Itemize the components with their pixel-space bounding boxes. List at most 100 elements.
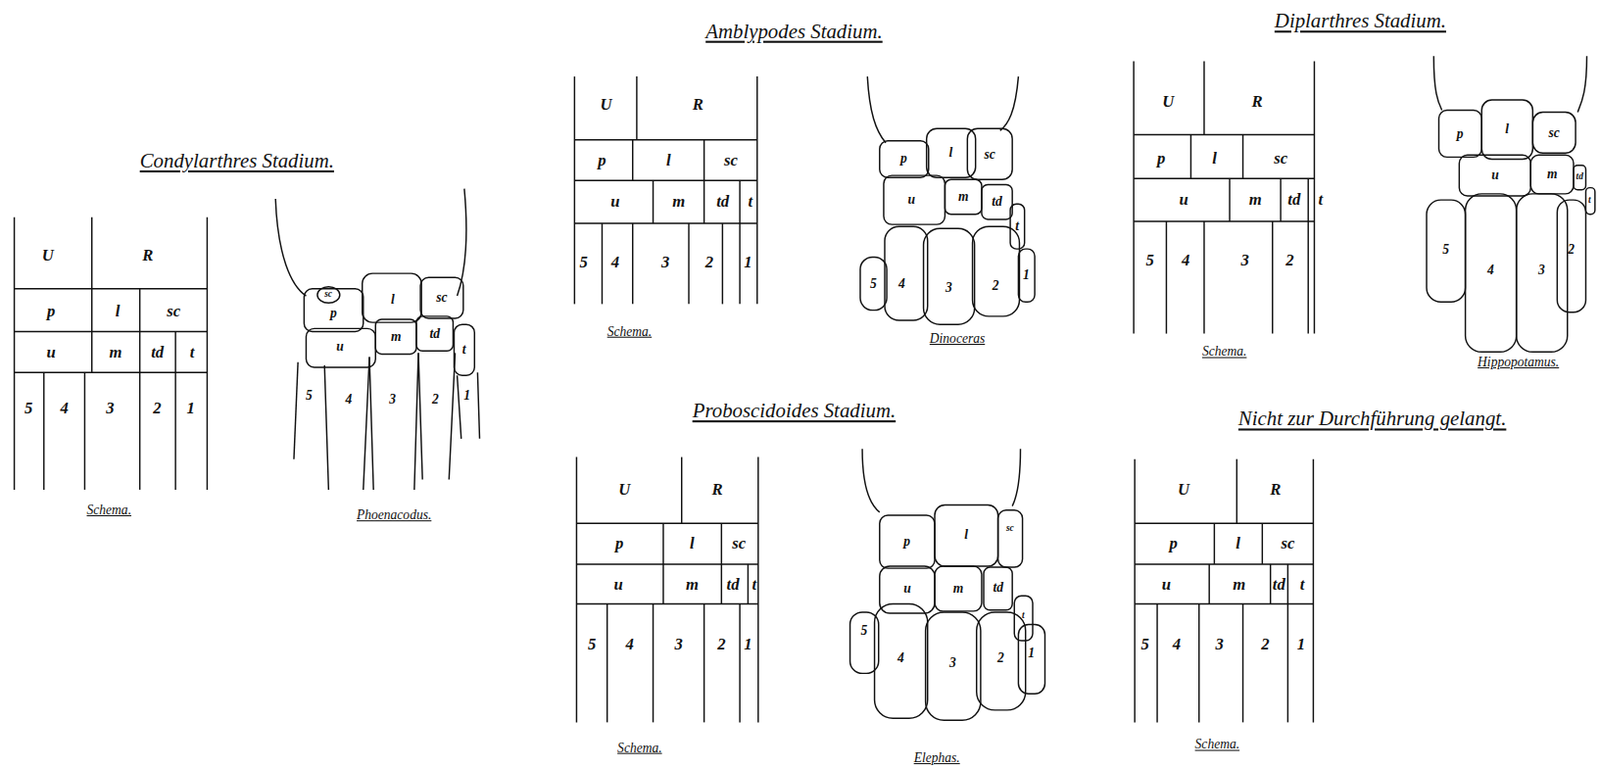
schema-label: 2 bbox=[1285, 250, 1294, 269]
schema-label: 5 bbox=[24, 398, 33, 417]
schema-label: 3 bbox=[1214, 635, 1223, 654]
schema-label: U bbox=[599, 96, 612, 114]
schema-label: t bbox=[1300, 575, 1306, 593]
grid-line bbox=[1242, 604, 1244, 724]
bone-label: l bbox=[949, 145, 954, 161]
figure-caption: Dinoceras bbox=[929, 331, 985, 346]
schema-label: p bbox=[1157, 148, 1165, 167]
bone-label: u bbox=[907, 193, 916, 208]
grid-line bbox=[601, 223, 603, 304]
bone-label: 2 bbox=[432, 392, 439, 408]
grid-line bbox=[757, 457, 759, 724]
grid-line bbox=[13, 217, 15, 490]
schema-label: u bbox=[46, 342, 55, 361]
schema-label: 4 bbox=[1172, 635, 1181, 654]
schema-label: m bbox=[672, 193, 685, 211]
schema-label: l bbox=[1235, 534, 1241, 553]
grid-line bbox=[687, 223, 689, 304]
bone-label: m bbox=[1547, 167, 1558, 183]
grid-line bbox=[1271, 221, 1273, 335]
schema-label: m bbox=[1249, 191, 1262, 209]
grid-line bbox=[652, 180, 654, 224]
elephas-carpus bbox=[850, 448, 1046, 721]
figure-caption: Schema. bbox=[607, 324, 653, 340]
schema-label: 3 bbox=[1240, 250, 1249, 269]
bone-label: 1 bbox=[463, 388, 471, 404]
schema-label: U bbox=[618, 481, 631, 499]
bone-label: t bbox=[1588, 195, 1592, 206]
grid-line bbox=[1134, 563, 1313, 565]
bone-label: 2 bbox=[992, 278, 1000, 293]
grid-line bbox=[91, 289, 93, 333]
bone-label: p bbox=[1456, 126, 1464, 142]
schema-label: sc bbox=[1273, 148, 1288, 167]
schema-label: 3 bbox=[661, 252, 670, 271]
bone-label: u bbox=[1491, 168, 1500, 184]
bone-label: 3 bbox=[388, 392, 396, 408]
schema-label: u bbox=[610, 193, 620, 211]
schema-label: l bbox=[666, 150, 672, 169]
bone-label: 3 bbox=[1538, 263, 1546, 279]
grid-line bbox=[721, 564, 723, 605]
schema-label: R bbox=[1269, 481, 1281, 499]
bone-label: p bbox=[330, 305, 338, 321]
bone-label: 5 bbox=[305, 388, 313, 404]
schema-label: 5 bbox=[580, 252, 588, 271]
schema-label: td bbox=[150, 342, 164, 361]
schema-label: p bbox=[615, 534, 624, 553]
schema-label: td bbox=[727, 575, 740, 593]
stage-title: Amblypodes Stadium. bbox=[705, 19, 883, 43]
schema-label: sc bbox=[1281, 534, 1296, 553]
grid-line bbox=[1134, 603, 1313, 605]
grid-line bbox=[1132, 60, 1134, 334]
grid-line bbox=[1156, 604, 1158, 724]
schema-label: 5 bbox=[587, 635, 596, 654]
schema-label: p bbox=[1169, 534, 1178, 553]
schema-label: 5 bbox=[1140, 635, 1149, 654]
bone-label: l bbox=[1504, 122, 1509, 138]
schema-label: m bbox=[685, 575, 699, 593]
grid-line bbox=[738, 223, 740, 304]
grid-line bbox=[91, 217, 93, 290]
schema-label: 3 bbox=[105, 398, 114, 417]
bone-label: l bbox=[964, 527, 969, 542]
schema-label: 2 bbox=[717, 635, 726, 654]
grid-line bbox=[1133, 134, 1314, 136]
schema-label: 4 bbox=[1181, 250, 1190, 269]
figure-caption: Schema. bbox=[617, 740, 663, 756]
bone-label: l bbox=[390, 292, 395, 308]
bone-label: m bbox=[390, 329, 402, 344]
grid-line bbox=[1190, 134, 1192, 179]
schema-label: l bbox=[689, 534, 695, 553]
bone-label: td bbox=[1576, 172, 1584, 183]
grid-line bbox=[1313, 60, 1315, 334]
schema-label: R bbox=[692, 96, 704, 114]
bone-label: 2 bbox=[997, 650, 1005, 666]
grid-line bbox=[1242, 134, 1244, 179]
stage-title: Diplarthres Stadium. bbox=[1274, 8, 1447, 32]
schema-label: 4 bbox=[611, 252, 620, 271]
bone-label: 3 bbox=[945, 280, 953, 295]
schema-label: 1 bbox=[1297, 635, 1306, 654]
grid-line bbox=[14, 288, 208, 290]
schema-label: 3 bbox=[674, 635, 682, 654]
schema-label: td bbox=[1272, 575, 1286, 593]
grid-line bbox=[139, 289, 141, 333]
grid-line bbox=[174, 372, 176, 490]
grid-line bbox=[574, 76, 576, 304]
hippopotamus-carpus bbox=[1426, 55, 1596, 352]
grid-line bbox=[1133, 459, 1135, 724]
grid-line bbox=[576, 563, 758, 565]
schema-label: p bbox=[597, 150, 606, 169]
schema-label: t bbox=[747, 193, 753, 211]
grid-line bbox=[1279, 178, 1281, 222]
grid-line bbox=[1312, 459, 1314, 724]
bone-label: sc bbox=[436, 290, 447, 306]
grid-line bbox=[680, 457, 682, 525]
figure-caption: Schema. bbox=[1202, 344, 1248, 360]
grid-line bbox=[738, 180, 740, 224]
schema-label: 2 bbox=[705, 252, 714, 271]
grid-line bbox=[139, 372, 141, 490]
bone-label: sc bbox=[324, 290, 333, 300]
